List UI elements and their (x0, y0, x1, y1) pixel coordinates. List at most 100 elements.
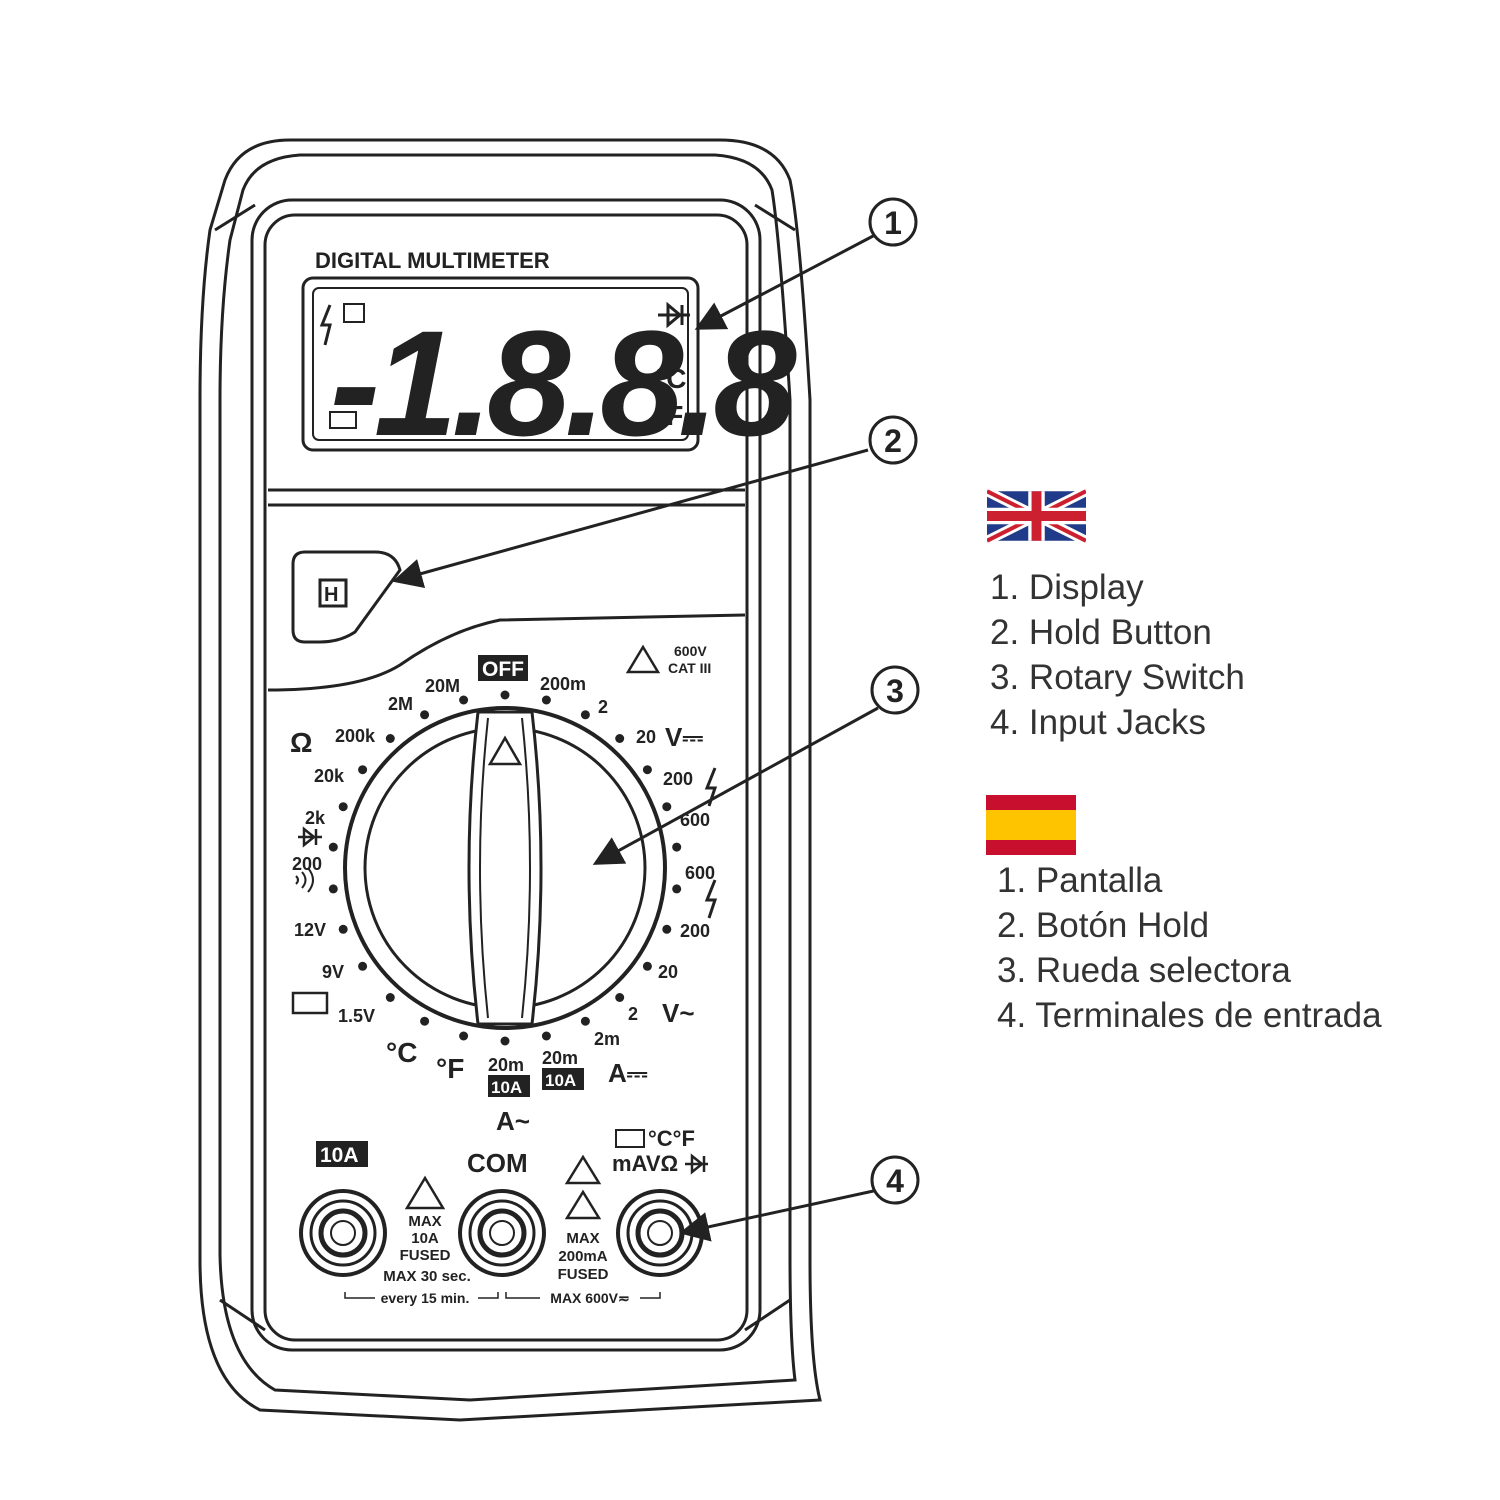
ten-a-badge: 10A (491, 1078, 522, 1097)
dial-dot (358, 961, 368, 971)
legend-spanish: 1. Pantalla 2. Botón Hold 3. Rueda selec… (997, 858, 1382, 1038)
lcd-battery-icon (329, 411, 357, 429)
warning-line: MAX (408, 1213, 441, 1230)
dial-dot (500, 690, 510, 700)
dial-dot (328, 884, 338, 894)
rating-voltage: 600V (674, 643, 707, 659)
legend-item: 3. Rueda selectora (997, 951, 1291, 990)
dial-dot (662, 802, 672, 812)
battery-test-icon (291, 991, 329, 1015)
diode-icon (298, 826, 322, 848)
safety-rating: 600V CAT III (625, 643, 711, 676)
lcd-hazard-icon (319, 304, 332, 346)
hazard-icon (704, 879, 718, 919)
range-label: 20 (658, 962, 678, 982)
range-label: 1.5V (338, 1006, 375, 1026)
dial-labels: OFF 200m 2 20 V⎓ 200 600 600 200 20 2 V~… (290, 655, 718, 1136)
uk-flag-icon (987, 487, 1086, 545)
deg-f-label: °F (436, 1053, 464, 1084)
range-label: 9V (322, 962, 344, 982)
jack-measure-label: mAVΩ (612, 1151, 678, 1176)
a-ac-label: A~ (496, 1106, 530, 1136)
range-label: 20M (425, 676, 460, 696)
dial-dot (615, 993, 625, 1002)
pointer-icon (487, 735, 523, 766)
ohm-label: Ω (290, 727, 312, 758)
range-label: 20 (636, 727, 656, 747)
v-dc-label: V⎓ (665, 722, 703, 752)
warning-icon (564, 1189, 602, 1220)
hazard-warning-icon (564, 1154, 602, 1185)
warning-line: MAX (566, 1230, 599, 1247)
lcd-unit-f: °F (655, 400, 683, 431)
callout-1: 1 (694, 197, 918, 330)
jack-temp-label: °C°F (648, 1126, 695, 1151)
legend-item: 4. Terminales de entrada (997, 996, 1382, 1035)
hold-button-label: H (324, 584, 338, 606)
display-panel: DIGITAL MULTIMETER -1.8.8.8 °C °F (268, 248, 803, 492)
dial-dot (459, 695, 469, 705)
jack-10a-label: 10A (320, 1144, 359, 1167)
range-label: 20m (542, 1048, 578, 1068)
dial-dot (615, 734, 625, 743)
rotary-switch[interactable] (343, 706, 667, 1030)
lcd-unit-c: °C (655, 363, 686, 394)
dial-dot (358, 765, 368, 775)
warning-line: MAX 30 sec. (383, 1268, 471, 1285)
dial-dot (338, 924, 348, 934)
dial-dot (580, 1016, 590, 1026)
v-ac-label: V~ (662, 998, 695, 1028)
range-label: 200 (663, 769, 693, 789)
dial-dot (580, 710, 590, 720)
dial-dot (541, 695, 551, 705)
legend-item: 2. Hold Button (990, 613, 1212, 652)
range-label: 200m (540, 674, 586, 694)
range-label: 200 (680, 921, 710, 941)
dial-dot (385, 734, 395, 743)
jack-v-ohm-ma[interactable] (616, 1189, 704, 1277)
callout-number: 1 (884, 205, 902, 241)
dial-position-dots (328, 690, 682, 1046)
dial-dot (385, 993, 395, 1002)
range-label: 12V (294, 920, 326, 940)
deg-c-label: °C (386, 1037, 417, 1068)
callout-2: 2 (392, 415, 918, 589)
warning-line: 10A (411, 1230, 439, 1247)
jack-10a[interactable] (299, 1189, 387, 1277)
input-jacks[interactable]: 10A COM °C°F mAVΩ MAX 10A FUSED MAX 30 s… (299, 1126, 708, 1306)
multimeter-body (198, 138, 822, 1422)
range-label: 20m (488, 1055, 524, 1075)
dial-dot (672, 884, 682, 894)
dial-dot (500, 1036, 510, 1046)
diode-icon (685, 1153, 708, 1175)
spain-flag-icon (986, 795, 1076, 855)
dial-dot (672, 842, 682, 852)
dial-dot (662, 924, 672, 934)
dial-dot (420, 710, 430, 720)
callouts: 1 2 3 4 (392, 197, 920, 1242)
dial-dot (541, 1031, 551, 1041)
range-label: 200 (292, 854, 322, 874)
range-label: 200k (335, 726, 376, 746)
jack-com[interactable] (458, 1189, 546, 1277)
dial-dot (459, 1031, 469, 1041)
warning-line: 200mA (558, 1248, 607, 1265)
range-label: 2m (594, 1029, 620, 1049)
dial-dot (338, 802, 348, 812)
dial-dot (642, 765, 652, 775)
a-dc-label: A⎓ (608, 1058, 648, 1088)
warning-icon (625, 644, 661, 674)
range-label: 600 (685, 863, 715, 883)
legend-english: 1. Display 2. Hold Button 3. Rotary Swit… (990, 565, 1245, 745)
range-label: 2M (388, 694, 413, 714)
range-label: 600 (680, 810, 710, 830)
legend-item: 3. Rotary Switch (990, 658, 1245, 697)
range-label: 2 (628, 1004, 638, 1024)
dial-dot (642, 961, 652, 971)
legend-item: 1. Pantalla (997, 861, 1163, 900)
legend-item: 4. Input Jacks (990, 703, 1206, 742)
range-label: 2 (598, 697, 608, 717)
legend-item: 1. Display (990, 568, 1144, 607)
lcd-diode-icon (658, 301, 690, 329)
